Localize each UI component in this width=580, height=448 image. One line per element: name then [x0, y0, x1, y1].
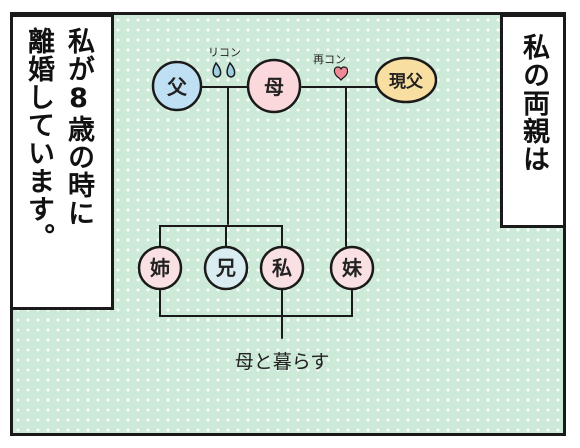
stepfather-node: 現父 — [374, 56, 438, 104]
stepfather-label: 現父 — [389, 72, 424, 92]
younger-sister-label: 妹 — [341, 256, 363, 280]
father-node: 父 — [151, 60, 203, 112]
tear-drop-icon — [212, 61, 236, 78]
narration-line-title: 私の両親は — [518, 33, 549, 173]
narration-line-2: 離婚しています。 — [23, 27, 54, 251]
older-brother-node: 兄 — [203, 245, 249, 291]
household-bracket — [159, 289, 353, 317]
me-label: 私 — [272, 256, 292, 280]
mother-label: 母 — [264, 75, 284, 99]
live-with-mother-caption: 母と暮らす — [235, 351, 330, 373]
narration-line-1: 私が8歳の時に — [63, 27, 94, 227]
sibling-bracket — [159, 225, 283, 247]
remarriage-label: 再コン — [313, 53, 346, 66]
father-label: 父 — [166, 75, 188, 99]
younger-sister-node: 妹 — [329, 245, 375, 291]
older-sister-label: 姉 — [150, 256, 170, 280]
older-sister-node: 姉 — [137, 245, 183, 291]
older-brother-label: 兄 — [215, 256, 236, 280]
heart-icon — [333, 66, 349, 81]
narration-box-right: 私の両親は — [500, 14, 566, 228]
me-node: 私 — [259, 245, 305, 291]
divorce-label: リコン — [208, 46, 241, 59]
narration-box-left: 私が8歳の時に 離婚しています。 — [10, 14, 114, 310]
mother-node: 母 — [246, 58, 302, 114]
